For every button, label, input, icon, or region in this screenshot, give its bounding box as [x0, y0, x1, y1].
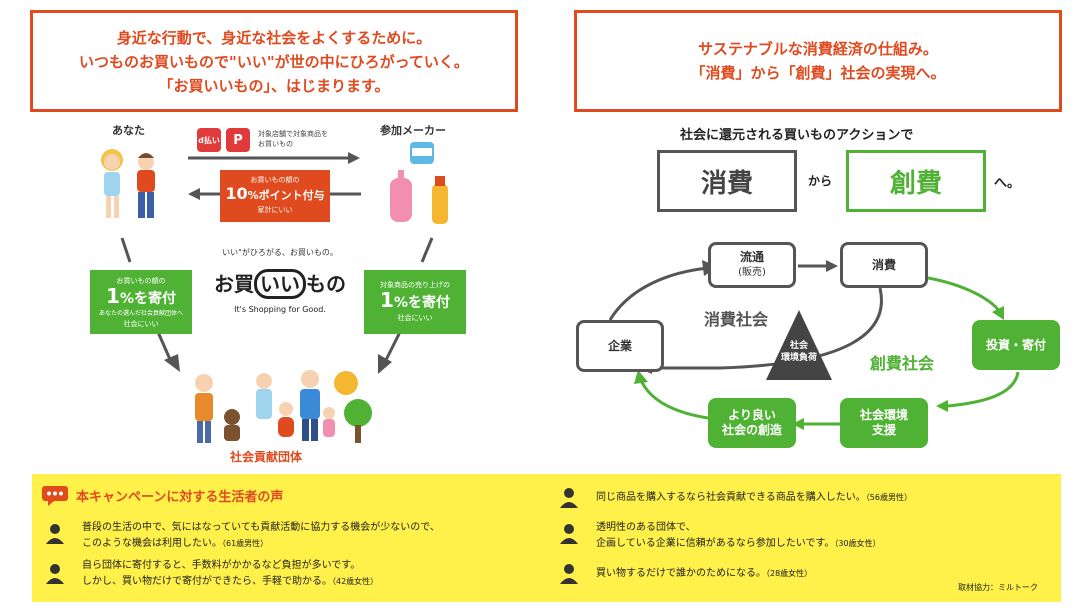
node-company: 企業: [576, 320, 664, 372]
credit: 取材協力：ミルトーク: [958, 583, 1038, 592]
flow-lines: [120, 237, 434, 374]
arrow-note: 対象店舗で対象商品を お買いもの: [258, 130, 328, 148]
burden-label: 社会 環境負荷: [780, 341, 817, 363]
organization-people-icon: [195, 370, 372, 443]
voice-3: 同じ商品を購入するなら社会貢献できる商品を購入したい。（56歳男性）: [596, 492, 912, 503]
person-icon: [560, 488, 578, 508]
logo: いい"がひろがる、お買いもの。 お買いいもの It's Shopping for…: [200, 248, 360, 334]
products-icon: [390, 142, 448, 224]
logo-english: It's Shopping for Good.: [234, 305, 326, 314]
right-banner-line1: サステナブルな消費経済の仕組み。: [698, 40, 938, 58]
donate-box-maker: 対象商品の売り上げの 1%を寄付 社会にいい: [364, 270, 466, 334]
node-environment-support: 社会環境 支援: [840, 398, 928, 448]
person-icon: [46, 564, 64, 584]
logo-tagline: いい"がひろがる、お買いもの。: [222, 248, 338, 257]
maker-label: 参加メーカー: [380, 124, 446, 137]
logo-b: いい: [254, 269, 306, 299]
voices-panel: [32, 474, 1061, 602]
left-banner-line2: いつものお買いもので"いい"が世の中にひろがっていく。: [79, 53, 469, 71]
voice-1: 普段の生活の中で、気にはなっていても貢献活動に協力する機会が少ないので、 このよ…: [82, 522, 440, 549]
right-banner: サステナブルな消費経済の仕組み。 「消費」から「創費」社会の実現へ。: [574, 10, 1062, 112]
node-better-society: より良い 社会の創造: [708, 398, 796, 448]
burden-triangle: [766, 310, 832, 380]
left-banner-line3: 「お買いいもの」、はじまります。: [158, 77, 390, 95]
person-icon: [560, 524, 578, 544]
org-label: 社会貢献団体: [230, 450, 303, 464]
speech-bubble-icon: [42, 486, 68, 506]
he-text: へ。: [994, 176, 1021, 191]
voice-5: 買い物するだけで誰かのためになる。（28歳女性）: [596, 568, 813, 579]
voice-2: 自ら団体に寄付すると、手数料がかかるなど負担が多いです。 しかし、買い物だけで寄…: [82, 560, 379, 587]
consume-word-box: 消費: [657, 150, 797, 212]
left-banner-line1: 身近な行動で、身近な社会をよくするために。: [116, 29, 432, 47]
voices-title: 本キャンペーンに対する生活者の声: [76, 490, 284, 505]
node-investment: 投資・寄付: [972, 320, 1060, 370]
person-icon: [560, 564, 578, 584]
point-grant-box: お買いもの額の 10%ポイント付与 家計にいい: [220, 170, 330, 222]
logo-c: もの: [306, 272, 346, 296]
right-banner-line2: 「消費」から「創費」社会の実現へ。: [690, 64, 946, 82]
left-banner: 身近な行動で、身近な社会をよくするために。 いつものお買いもので"いい"が世の中…: [30, 10, 518, 112]
node-consumption: 消費: [840, 242, 928, 288]
paypay-icon: P: [226, 128, 250, 152]
voice-4: 透明性のある団体で、 企画している企業に信頼があるなら参加したいです。（30歳女…: [596, 522, 881, 549]
donate-box-customer: お買いもの額の 1%を寄付 あなたの選んだ社会貢献団体へ 社会にいい: [90, 270, 192, 334]
person-icon: [46, 524, 64, 544]
you-label: あなた: [112, 124, 145, 137]
d-payment-icon: d払い: [197, 128, 221, 152]
kara-text: から: [808, 174, 833, 188]
logo-a: お買: [214, 272, 254, 296]
cycle-subtitle: 社会に還元される買いものアクションで: [680, 128, 914, 143]
customer-people-icon: [101, 149, 155, 218]
consume-society-label: 消費社会: [704, 310, 769, 329]
create-word-box: 創費: [846, 150, 986, 212]
create-society-label: 創費社会: [870, 354, 935, 373]
purchase-arrow: [188, 152, 360, 164]
node-distribution: 流通 (販売): [708, 242, 796, 288]
